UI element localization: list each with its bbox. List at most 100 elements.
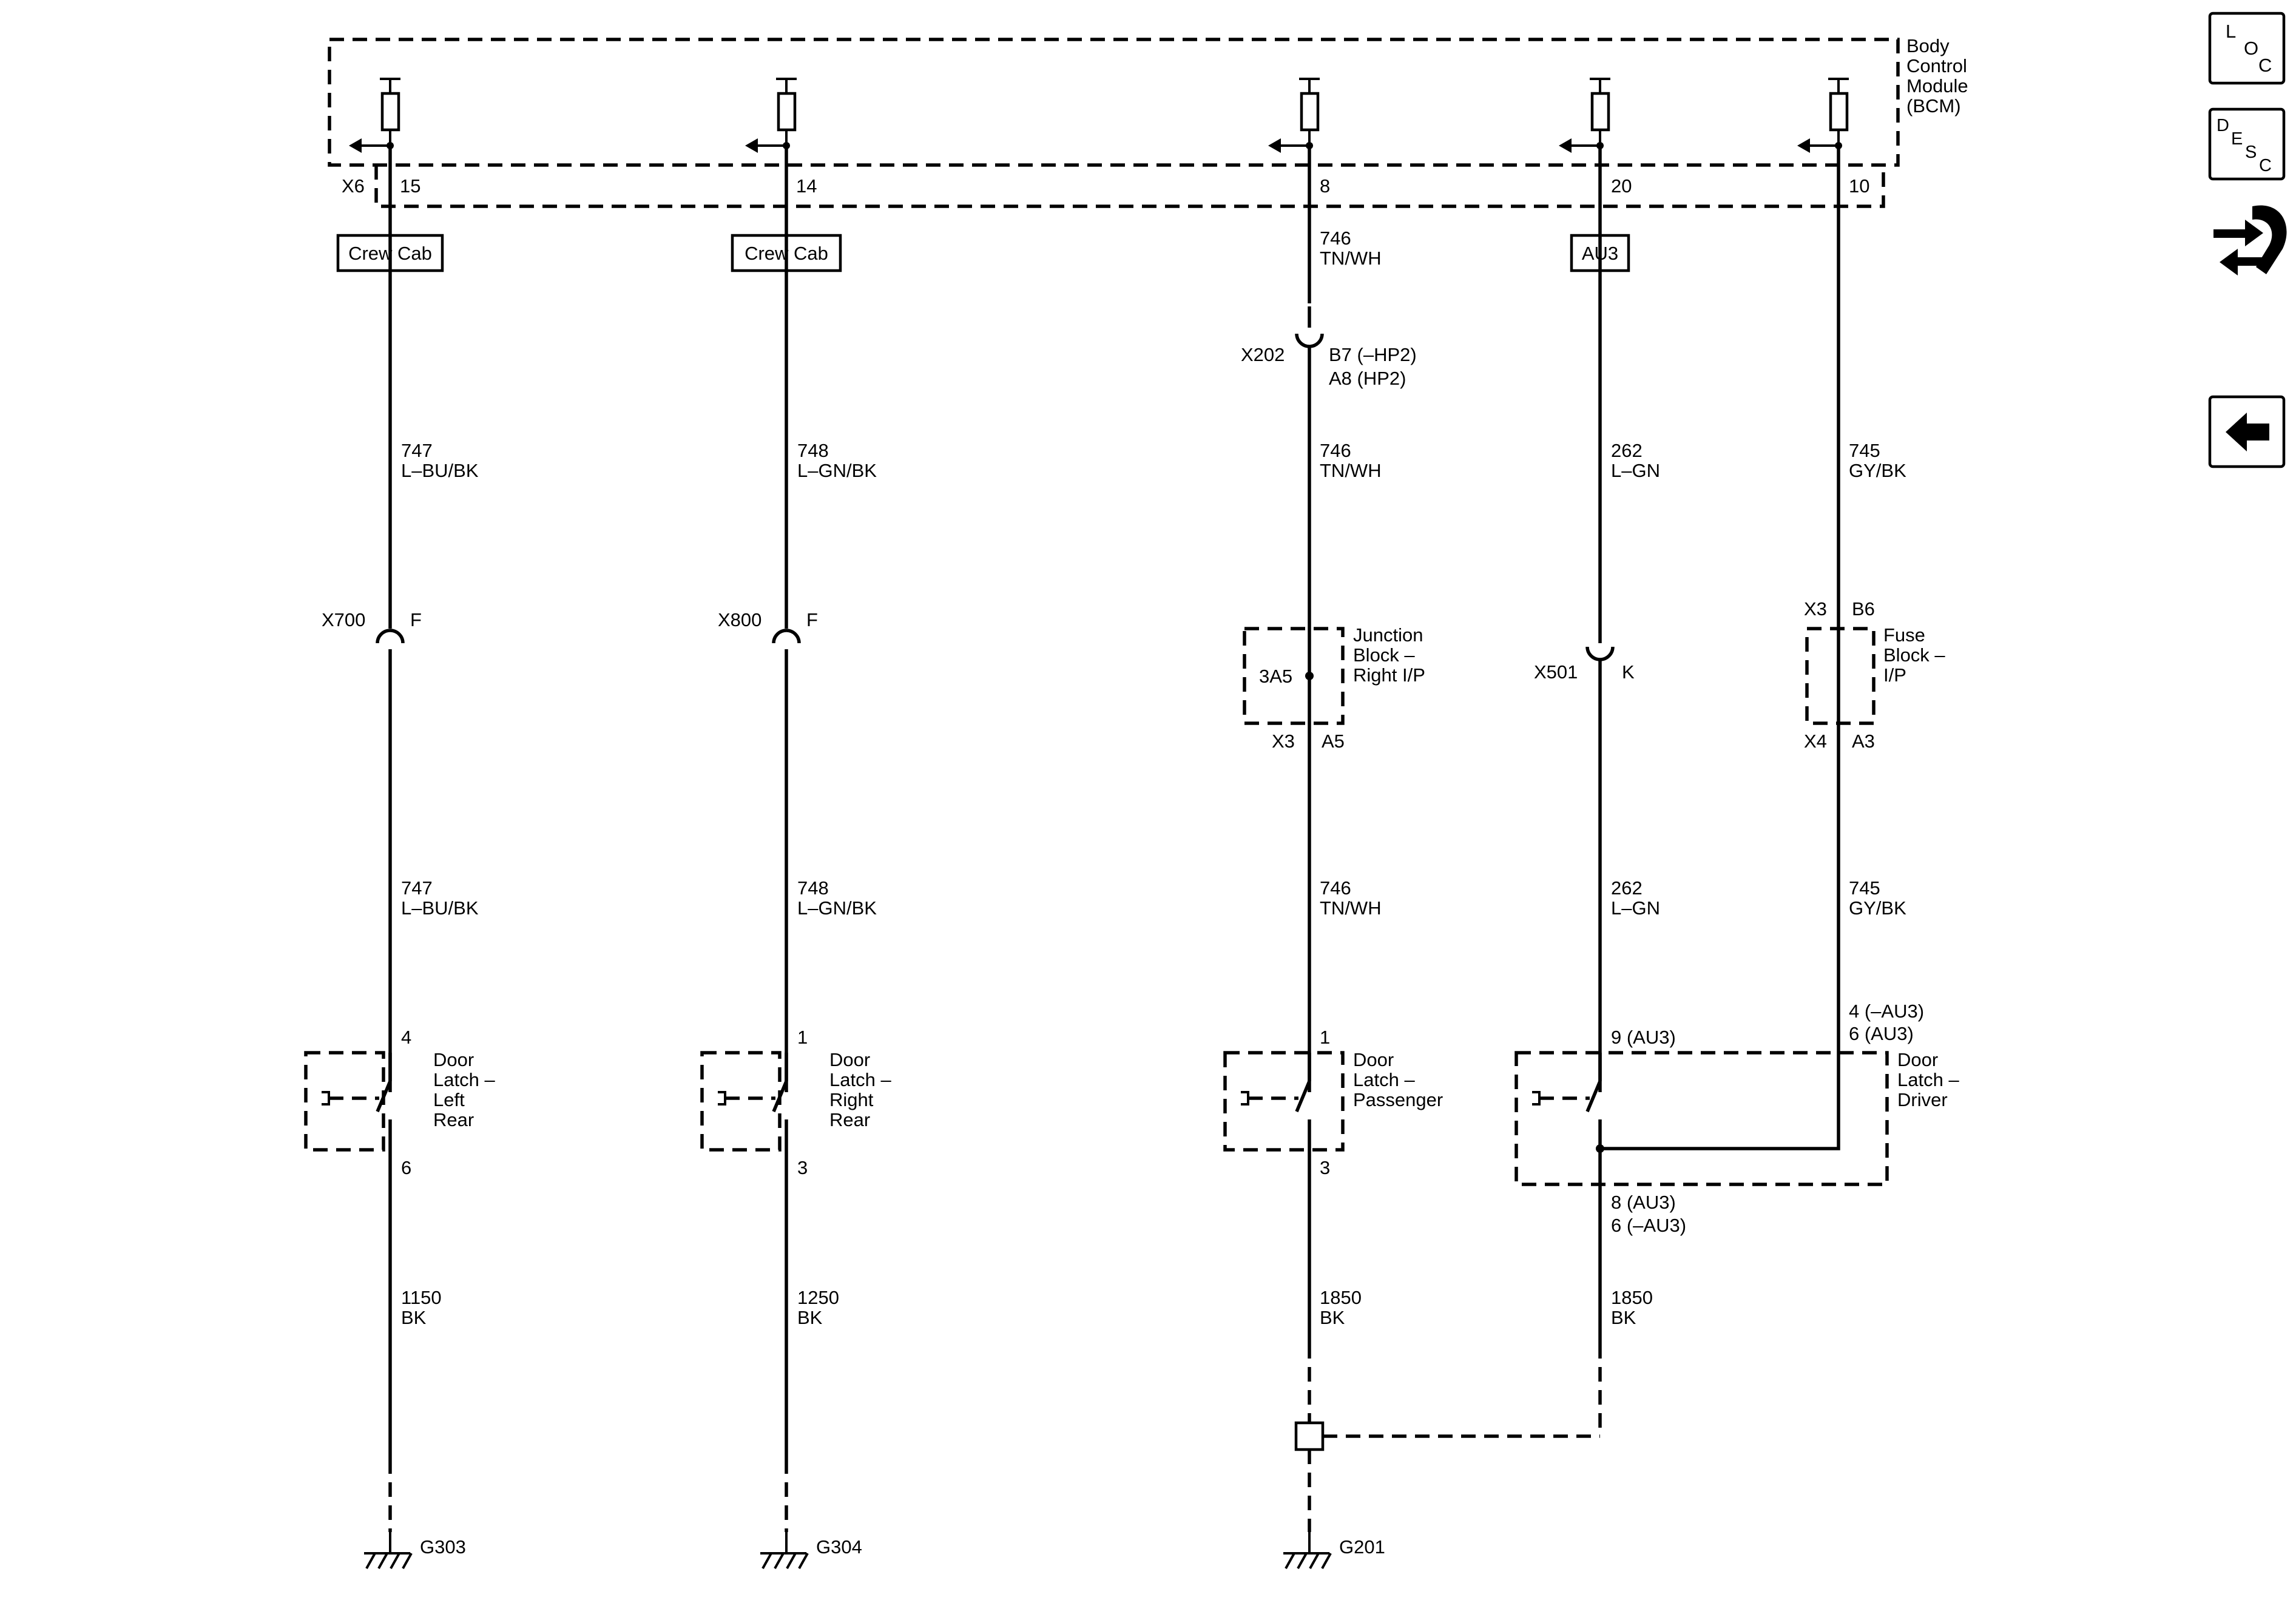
- driver-pin-2: 6 (AU3): [1849, 1023, 1914, 1044]
- latch-pin-bottom: 6: [401, 1157, 411, 1178]
- latch-name-line-2: Latch –: [829, 1069, 891, 1090]
- latch-pin-bottom: 3: [1320, 1157, 1330, 1178]
- wire-circuit-number: 745: [1849, 440, 1880, 461]
- ground-id: G201: [1339, 1536, 1385, 1558]
- wire-circuit-number: 748: [797, 440, 829, 461]
- latch-name-line-3: Driver: [1897, 1089, 1948, 1110]
- loc-button[interactable]: L O C: [2208, 12, 2286, 85]
- wire-color: BK: [797, 1307, 823, 1328]
- latch-pin-top: 9 (AU3): [1611, 1027, 1676, 1048]
- inline-connector-x800: X800 F: [718, 609, 818, 666]
- wire-circuit-number: 1850: [1611, 1287, 1653, 1308]
- wire-color: L–GN/BK: [797, 460, 877, 481]
- door-latch-left-rear: Door Latch – Left Rear: [304, 1049, 495, 1152]
- latch-name-line-1: Door: [1353, 1049, 1394, 1070]
- bcm-module: Body Control Module (BCM) X6: [328, 35, 1968, 208]
- wire-color: L–GN: [1611, 897, 1660, 919]
- bcm-name-line-2: Control: [1906, 55, 1967, 76]
- bcm-output-driver: [349, 78, 400, 153]
- fuse-name-line-2: Block –: [1883, 644, 1945, 666]
- connector-view-icon[interactable]: [2213, 205, 2287, 275]
- fuse-out-connector: X4: [1804, 731, 1827, 752]
- option-label: Crew Cab: [745, 243, 828, 264]
- connector-pin-1: B7 (–HP2): [1329, 344, 1417, 365]
- bcm-pin: 15: [400, 175, 420, 197]
- ground-symbol: [364, 1532, 413, 1569]
- bcm-name-line-4: (BCM): [1906, 95, 1961, 116]
- desc-button[interactable]: D E S C: [2208, 107, 2286, 181]
- wire-circuit-number: 747: [401, 440, 433, 461]
- connector-pin: K: [1622, 661, 1635, 683]
- desc-letter-3: S: [2245, 143, 2257, 162]
- wire-circuit-number: 748: [797, 877, 829, 899]
- bcm-output-driver: [1559, 78, 1610, 153]
- latch-pin-top: 4: [401, 1027, 411, 1048]
- junction-block-right-ip: 3A5 Junction Block – Right I/P X3 A5: [1243, 624, 1425, 752]
- latch-name-line-4: Rear: [829, 1109, 870, 1130]
- fuse-block-ip: X3 B6 Fuse Block – I/P X4 A3: [1804, 598, 1945, 752]
- junction-terminal: 3A5: [1259, 666, 1292, 687]
- circuit-left-rear: 15 Crew Cab 747 L–BU/BK X700 F 747 L–BU/…: [304, 78, 495, 1569]
- bcm-name-line-1: Body: [1906, 35, 1950, 56]
- latch-name-line-2: Latch –: [433, 1069, 495, 1090]
- loc-letter-1: L: [2226, 21, 2236, 42]
- bcm-pin: 20: [1611, 175, 1632, 197]
- bcm-pin: 14: [796, 175, 817, 197]
- back-button[interactable]: [2208, 395, 2286, 468]
- fuse-name-line-3: I/P: [1883, 664, 1906, 686]
- inline-connector-x700: X700 F: [322, 609, 422, 666]
- wire-circuit-number: 746: [1320, 877, 1351, 899]
- desc-letter-2: E: [2231, 129, 2243, 149]
- wire-color: BK: [1320, 1307, 1345, 1328]
- connector-pin: F: [806, 609, 818, 630]
- wire-circuit-number: 746: [1320, 228, 1351, 249]
- splice-pack: [1294, 1421, 1325, 1451]
- loc-letter-2: O: [2244, 38, 2258, 59]
- wire-circuit-number: 1250: [797, 1287, 839, 1308]
- option-label: AU3: [1582, 243, 1618, 264]
- latch-name-line-1: Door: [829, 1049, 870, 1070]
- wire-circuit-number: 745: [1849, 877, 1880, 899]
- wire-circuit-number: 262: [1611, 440, 1643, 461]
- bcm-pin: 10: [1849, 175, 1869, 197]
- latch-name-line-3: Right: [829, 1089, 874, 1110]
- desc-letter-4: C: [2259, 156, 2272, 175]
- junction-out-pin: A5: [1322, 731, 1345, 752]
- driver-pin-1: 4 (–AU3): [1849, 1001, 1924, 1022]
- junction-name-line-1: Junction: [1353, 624, 1423, 646]
- circuit-passenger: 8 746 TN/WH X202 B7 (–HP2) A8 (HP2) 746 …: [1223, 78, 1600, 1569]
- ground-id: G303: [420, 1536, 466, 1558]
- ground-id: G304: [816, 1536, 862, 1558]
- wire-color: L–GN/BK: [797, 897, 877, 919]
- latch-name-line-4: Rear: [433, 1109, 474, 1130]
- desc-letter-1: D: [2217, 116, 2229, 135]
- fuse-in-connector: X3: [1804, 598, 1827, 619]
- bcm-connector-x6: X6: [342, 175, 365, 197]
- door-latch-right-rear: Door Latch – Right Rear: [700, 1049, 891, 1152]
- bcm-name-line-3: Module: [1906, 75, 1968, 96]
- option-label: Crew Cab: [348, 243, 432, 264]
- latch-name-line-2: Latch –: [1353, 1069, 1415, 1090]
- wire-color: BK: [401, 1307, 427, 1328]
- wire-circuit-number: 262: [1611, 877, 1643, 899]
- wire-circuit-number: 747: [401, 877, 433, 899]
- bcm-pin: 8: [1320, 175, 1330, 197]
- circuit-right-rear: 14 Crew Cab 748 L–GN/BK X800 F 748 L–GN/…: [700, 78, 891, 1569]
- loc-letter-3: C: [2258, 55, 2272, 76]
- junction-name-line-2: Block –: [1353, 644, 1415, 666]
- ground-symbol: [1283, 1532, 1332, 1569]
- connector-pin: F: [410, 609, 422, 630]
- latch-pin-bottom: 3: [797, 1157, 808, 1178]
- connector-id: X700: [322, 609, 365, 630]
- wire-circuit-number: 1850: [1320, 1287, 1362, 1308]
- circuit-driver: 20 AU3 262 L–GN X501 K 262 L–GN 9 (AU3) …: [1514, 78, 1959, 1436]
- wire-color: L–BU/BK: [401, 897, 479, 919]
- wire-color: L–BU/BK: [401, 460, 479, 481]
- latch-name-line-1: Door: [1897, 1049, 1938, 1070]
- connector-id: X501: [1534, 661, 1578, 683]
- latch-pin-top: 1: [1320, 1027, 1330, 1048]
- inline-connector-x202: X202 B7 (–HP2) A8 (HP2): [1241, 306, 1417, 389]
- wire-circuit-number: 1150: [401, 1287, 442, 1308]
- fuse-in-pin: B6: [1852, 598, 1875, 619]
- latch-pin-bottom-1: 8 (AU3): [1611, 1192, 1676, 1213]
